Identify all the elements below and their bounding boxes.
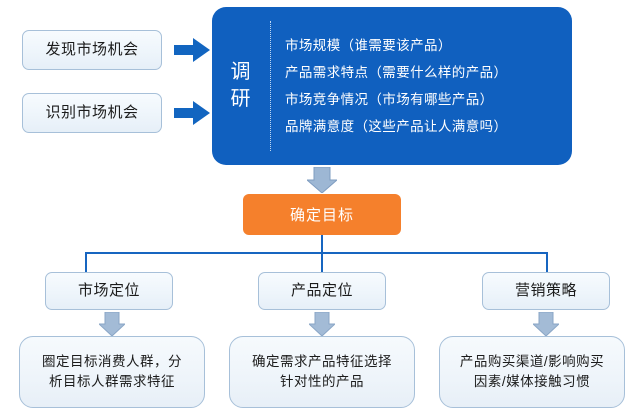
input-box-identify-opportunity[interactable]: 识别市场机会 [22, 93, 162, 133]
connector-drop-right [546, 252, 548, 273]
arrow-right-icon [174, 101, 210, 125]
connector-drop-center [321, 252, 323, 273]
category-box-label: 产品定位 [290, 282, 353, 300]
research-item: 产品需求特点（需要什么样的产品） [285, 65, 508, 80]
description-text: 产品购买渠道/影响购买 因素/媒体接触习惯 [460, 352, 604, 391]
goal-box[interactable]: 确定目标 [243, 194, 401, 235]
category-box-market-positioning[interactable]: 市场定位 [45, 272, 173, 310]
description-line: 析目标人群需求特征 [49, 374, 175, 389]
arrow-down-icon [533, 312, 559, 336]
research-item: 市场规模（谁需要该产品） [285, 38, 452, 53]
connector-stem [321, 235, 323, 253]
research-item: 市场竞争情况（市场有哪些产品） [285, 92, 494, 107]
description-box-market-positioning[interactable]: 圈定目标消费人群，分 析目标人群需求特征 [19, 336, 205, 408]
research-label-char: 调 [230, 61, 252, 83]
input-box-label: 发现市场机会 [45, 41, 139, 59]
research-label-char: 研 [230, 88, 252, 110]
arrow-right-icon [174, 38, 210, 62]
arrow-down-icon [99, 312, 125, 336]
description-text: 圈定目标消费人群，分 析目标人群需求特征 [42, 352, 182, 391]
research-panel[interactable]: 调 研 市场规模（谁需要该产品） 产品需求特点（需要什么样的产品） 市场竞争情况… [212, 7, 572, 165]
description-line: 圈定目标消费人群，分 [42, 354, 182, 370]
research-item: 品牌满意度（这些产品让人满意吗） [285, 119, 508, 134]
research-panel-divider [270, 21, 271, 151]
description-line: 产品购买渠道/影响购买 [459, 354, 605, 370]
description-line: 因素/媒体接触习惯 [473, 374, 591, 389]
input-box-label: 识别市场机会 [45, 104, 139, 122]
connector-bar [85, 252, 547, 254]
connector-drop-left [85, 252, 87, 273]
input-box-discover-opportunity[interactable]: 发现市场机会 [22, 30, 162, 70]
description-text: 确定需求产品特征选择 针对性的产品 [252, 352, 392, 391]
arrow-down-icon [309, 312, 335, 336]
description-line: 确定需求产品特征选择 [252, 354, 392, 370]
arrow-down-icon [307, 167, 337, 193]
goal-box-label: 确定目标 [289, 207, 354, 224]
category-box-label: 市场定位 [77, 282, 140, 300]
description-box-product-positioning[interactable]: 确定需求产品特征选择 针对性的产品 [229, 336, 415, 408]
description-line: 针对性的产品 [280, 374, 364, 389]
research-panel-label: 调 研 [212, 7, 270, 165]
category-box-label: 营销策略 [514, 282, 577, 300]
category-box-marketing-strategy[interactable]: 营销策略 [482, 272, 610, 310]
category-box-product-positioning[interactable]: 产品定位 [258, 272, 386, 310]
research-item-list: 市场规模（谁需要该产品） 产品需求特点（需要什么样的产品） 市场竞争情况（市场有… [271, 7, 572, 165]
description-box-marketing-strategy[interactable]: 产品购买渠道/影响购买 因素/媒体接触习惯 [439, 336, 625, 408]
